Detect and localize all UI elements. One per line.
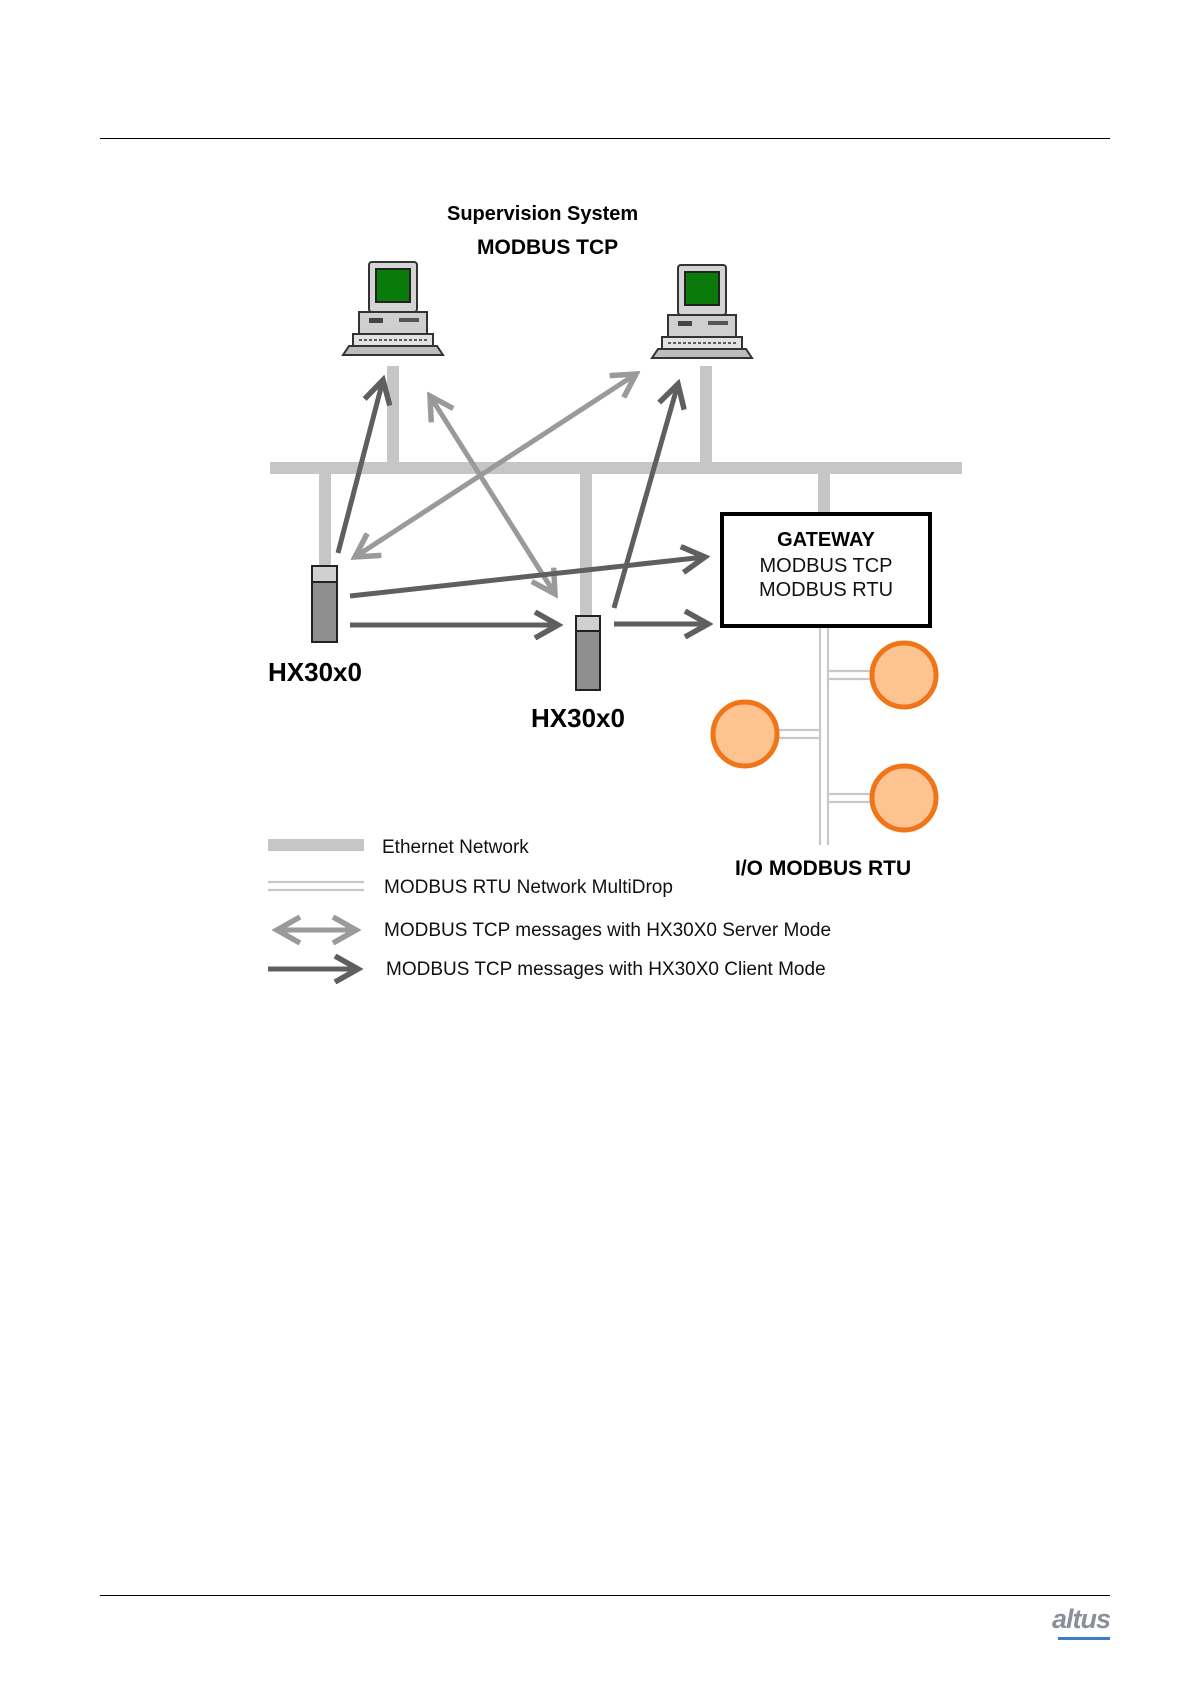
io-module-1 [872,643,936,707]
legend-rtu-label: MODBUS RTU Network MultiDrop [384,877,673,898]
hx-device-left-icon [312,566,337,642]
supervision-title: Supervision System [447,203,638,225]
gateway-line-1: MODBUS TCP [760,555,893,577]
legend-ethernet-label: Ethernet Network [382,837,529,858]
rtu-network [778,627,874,845]
io-modbus-rtu-label: I/O MODBUS RTU [735,857,911,880]
client-arrow-hxleft-gateway [350,557,705,596]
io-modules [713,643,936,830]
io-module-2 [713,702,777,766]
hx-device-left-label: HX30x0 [268,657,362,687]
io-module-3 [872,766,936,830]
legend-client-label: MODBUS TCP messages with HX30X0 Client M… [386,959,826,980]
legend-server-label: MODBUS TCP messages with HX30X0 Server M… [384,920,831,941]
computer-right-icon [652,265,752,358]
footer-rule [100,1595,1110,1596]
legend-rtu-swatch [268,882,364,890]
supervision-protocol: MODBUS TCP [477,236,618,259]
computer-left-icon [343,262,443,355]
gateway-line-2: MODBUS RTU [759,579,893,601]
altus-logo-underline [1058,1637,1110,1640]
gateway-title: GATEWAY [777,529,875,551]
hx-device-center-label: HX30x0 [531,703,625,733]
altus-logo: altus [1052,1604,1110,1635]
hx-device-center-icon [576,616,600,690]
client-arrow-hxcenter-pcright [614,384,678,608]
